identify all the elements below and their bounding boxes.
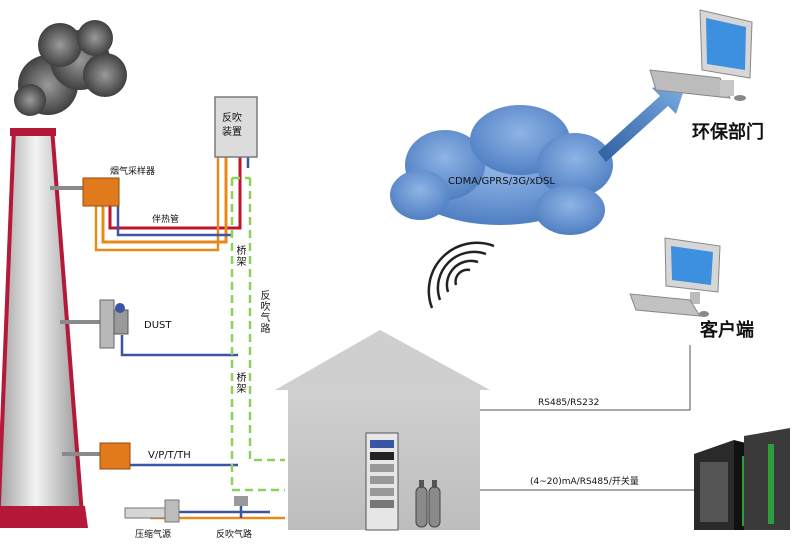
bridge-label-2: 桥架 <box>234 372 245 394</box>
backblow-gas-path-vertical-label: 反吹气路 <box>258 290 269 334</box>
dust-label: DUST <box>144 320 172 331</box>
heat-trace-label: 伴热管 <box>152 215 180 225</box>
env-computer-icon <box>649 9 753 101</box>
network-cloud-icon <box>390 105 613 235</box>
backblow-gas-path-label: 反吹气路 <box>216 530 253 540</box>
analog-signal-label: (4~20)mA/RS485/开关量 <box>530 477 639 487</box>
heat-trace-lines <box>94 130 250 252</box>
backblow-device-icon <box>214 96 258 158</box>
wireless-signal-icon <box>427 241 495 309</box>
network-label: CDMA/GPRS/3G/xDSL <box>448 176 555 187</box>
cable-tray-dashed <box>230 176 285 492</box>
comm-lines <box>480 345 695 491</box>
env-dept-label: 环保部门 <box>692 122 764 143</box>
smoke-cloud-icon <box>14 20 127 116</box>
compressed-air-icon <box>124 499 180 523</box>
vpt-label: V/P/T/TH <box>148 450 191 461</box>
rs485-label: RS485/RS232 <box>538 398 600 408</box>
chimney-stack <box>0 128 88 528</box>
server-rack-icon <box>694 428 790 530</box>
bridge-label-1: 桥架 <box>234 245 245 267</box>
flue-sampler-label: 烟气采样器 <box>110 167 156 177</box>
analyzer-cabinet-icon <box>365 432 399 531</box>
flue-sampler-icon <box>50 177 120 207</box>
uplink-arrow-icon <box>598 78 688 162</box>
backblow-tee-icon <box>234 496 248 506</box>
gas-cylinder-icon <box>415 480 441 528</box>
compressed-air-label: 压缩气源 <box>135 530 172 540</box>
client-label: 客户端 <box>700 320 754 341</box>
client-computer-icon <box>629 237 721 317</box>
vpt-sensor-icon <box>62 442 131 470</box>
dust-monitor-icon <box>60 299 129 349</box>
backblow-device-label: 反吹 装置 <box>222 113 242 138</box>
signal-lines <box>120 335 270 514</box>
